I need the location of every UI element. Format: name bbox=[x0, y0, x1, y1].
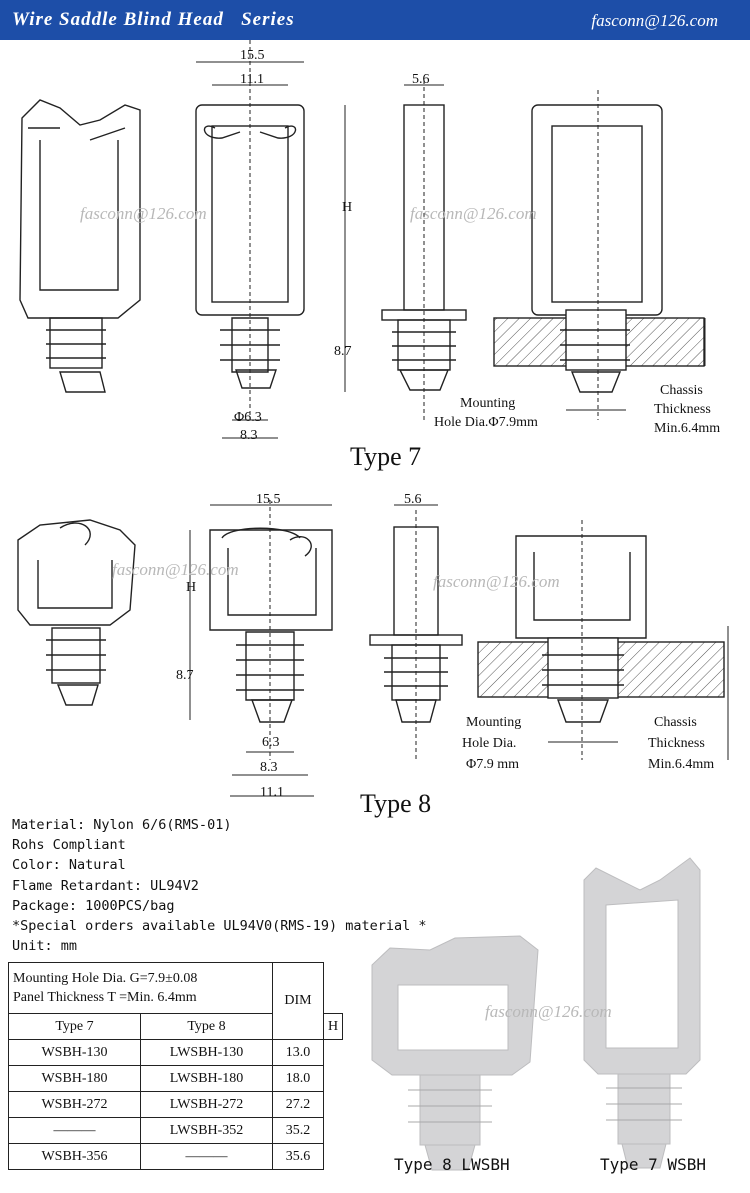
table-cell: LWSBH-352 bbox=[140, 1117, 273, 1144]
dim-label: 8.3 bbox=[260, 760, 278, 775]
spec-line: Material: Nylon 6/6(RMS-01) bbox=[12, 817, 232, 833]
type8-iso-drawing bbox=[17, 519, 136, 706]
type7-iso-drawing bbox=[19, 99, 141, 393]
chassis-label: Thickness bbox=[648, 736, 705, 751]
dim-label: Φ6.3 bbox=[234, 410, 262, 425]
type7-photo bbox=[583, 857, 701, 1169]
chassis-label: Chassis bbox=[660, 383, 703, 398]
mounting-label: Hole Dia. bbox=[462, 736, 517, 751]
table-row: WSBH-272 LWSBH-272 27.2 bbox=[8, 1091, 343, 1118]
dim-label: 11.1 bbox=[240, 72, 264, 87]
dim-label: 15.5 bbox=[240, 48, 265, 63]
photo-caption: Type 7 WSBH bbox=[600, 1155, 706, 1174]
dim-label: 8.3 bbox=[240, 428, 258, 443]
watermark: fasconn@126.com bbox=[410, 204, 537, 223]
type8-heading: Type 8 bbox=[360, 789, 432, 818]
table-row: WSBH-180 LWSBH-180 18.0 bbox=[8, 1065, 343, 1092]
dim-label: 8.7 bbox=[334, 344, 352, 359]
type7-heading: Type 7 bbox=[350, 442, 422, 471]
dim-label: 15.5 bbox=[256, 492, 281, 507]
spec-line: Color: Natural bbox=[12, 857, 126, 874]
table-cell: 35.6 bbox=[272, 1143, 324, 1170]
table-cell: 27.2 bbox=[272, 1091, 324, 1118]
table-cell: ——— bbox=[8, 1117, 141, 1144]
table-cell: ——— bbox=[140, 1143, 273, 1170]
header-email: fasconn@126.com bbox=[591, 11, 718, 30]
type7-front-drawing bbox=[195, 40, 305, 420]
type8-photo bbox=[371, 935, 539, 1171]
watermark: fasconn@126.com bbox=[112, 560, 239, 579]
column-header: Type 8 bbox=[140, 1013, 273, 1040]
dim-label: 11.1 bbox=[260, 785, 284, 800]
table-cell: WSBH-130 bbox=[8, 1039, 141, 1066]
spec-line: Unit: mm bbox=[12, 938, 78, 955]
chassis-label: Min.6.4mm bbox=[654, 421, 721, 436]
table-row: ——— LWSBH-352 35.2 bbox=[8, 1117, 343, 1144]
table-cell: WSBH-180 bbox=[8, 1065, 141, 1092]
table-header-line: Panel Thickness T =Min. 6.4mm bbox=[13, 990, 197, 1005]
table-cell: 18.0 bbox=[272, 1065, 324, 1092]
specifications: Material: Nylon 6/6(RMS-01) Rohs Complia… bbox=[12, 815, 427, 956]
dimension-table: Mounting Hole Dia. G=7.9±0.08 Panel Thic… bbox=[8, 962, 344, 1170]
mounting-label: Φ7.9 mm bbox=[466, 757, 520, 772]
spec-line: *Special orders available UL94V0(RMS-19)… bbox=[12, 918, 427, 935]
spec-line: Rohs Compliant bbox=[12, 837, 126, 854]
chassis-label: Thickness bbox=[654, 402, 711, 417]
dim-label: 6.3 bbox=[262, 735, 280, 750]
table-cell: WSBH-356 bbox=[8, 1143, 141, 1170]
dim-header: DIM bbox=[272, 962, 324, 1040]
spec-line: Package: 1000PCS/bag bbox=[12, 897, 175, 914]
type8-side-drawing bbox=[369, 510, 463, 760]
table-cell: WSBH-272 bbox=[8, 1091, 141, 1118]
chassis-label: Chassis bbox=[654, 715, 697, 730]
table-row: WSBH-130 LWSBH-130 13.0 bbox=[8, 1039, 343, 1066]
type7-mounted-drawing bbox=[493, 90, 705, 420]
watermark: fasconn@126.com bbox=[485, 1002, 612, 1021]
title-bar: Wire Saddle Blind Head Series fasconn@12… bbox=[0, 0, 750, 40]
column-header: Type 7 bbox=[8, 1013, 141, 1040]
column-header: H bbox=[322, 1013, 344, 1040]
dim-label: H bbox=[342, 200, 353, 215]
spec-line: Flame Retardant: UL94V2 bbox=[12, 877, 199, 894]
dim-label: 5.6 bbox=[412, 72, 430, 87]
dim-label: H bbox=[186, 580, 197, 595]
watermark: fasconn@126.com bbox=[80, 204, 207, 223]
table-row: WSBH-356 ——— 35.6 bbox=[8, 1143, 343, 1170]
table-cell: LWSBH-180 bbox=[140, 1065, 273, 1092]
mounting-label: Hole Dia.Φ7.9mm bbox=[434, 415, 538, 430]
page-title: Wire Saddle Blind Head Series bbox=[12, 9, 295, 30]
mounting-label: Mounting bbox=[460, 396, 516, 411]
table-cell: 13.0 bbox=[272, 1039, 324, 1066]
dim-label: 5.6 bbox=[404, 492, 422, 507]
table-cell: LWSBH-272 bbox=[140, 1091, 273, 1118]
type8-mounted-drawing bbox=[477, 520, 725, 760]
watermark: fasconn@126.com bbox=[433, 572, 560, 591]
photo-caption: Type 8 LWSBH bbox=[394, 1155, 510, 1174]
table-header: Mounting Hole Dia. G=7.9±0.08 Panel Thic… bbox=[8, 962, 273, 1014]
table-cell: LWSBH-130 bbox=[140, 1039, 273, 1066]
dim-label: 8.7 bbox=[176, 668, 194, 683]
chassis-label: Min.6.4mm bbox=[648, 757, 715, 772]
mounting-label: Mounting bbox=[466, 715, 522, 730]
table-header-line: Mounting Hole Dia. G=7.9±0.08 bbox=[13, 971, 198, 986]
type8-front-drawing bbox=[209, 500, 333, 760]
table-cell: 35.2 bbox=[272, 1117, 324, 1144]
type7-side-drawing bbox=[381, 80, 467, 420]
